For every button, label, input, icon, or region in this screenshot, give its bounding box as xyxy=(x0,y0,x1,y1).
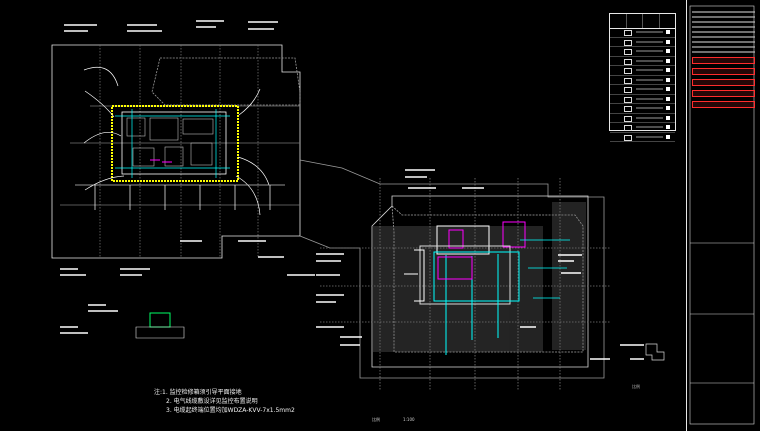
legend-symbol xyxy=(624,49,632,55)
legend-text xyxy=(636,69,663,71)
right-annotation-blocks xyxy=(316,169,644,360)
left-floor-plan xyxy=(51,44,301,259)
legend-text xyxy=(636,135,663,138)
legend-row xyxy=(610,123,675,133)
legend-symbol xyxy=(624,96,632,103)
legend-row xyxy=(610,85,675,95)
red-legend-box xyxy=(692,57,755,64)
legend-dot xyxy=(666,87,670,91)
right-hatched-zones xyxy=(373,202,586,352)
right-scale-label: 比例 xyxy=(632,384,640,389)
left-equipment-room xyxy=(111,105,239,182)
legend-dot xyxy=(666,77,670,82)
legend-col-1 xyxy=(610,14,627,28)
note-line-1: 注:1. 监控检修箱须引导平面接地 xyxy=(154,389,242,396)
legend-text xyxy=(636,88,663,90)
legend-row xyxy=(610,104,675,114)
red-legend-box xyxy=(692,90,755,97)
legend-text xyxy=(636,97,663,100)
legend-dot xyxy=(666,115,670,120)
legend-col-2 xyxy=(627,14,643,28)
title-line xyxy=(692,31,755,33)
legend-row xyxy=(610,38,675,47)
legend-symbol xyxy=(624,125,632,131)
legend-symbol xyxy=(624,58,632,65)
legend-dot xyxy=(666,30,670,34)
legend-symbol xyxy=(624,115,632,122)
legend-dot xyxy=(666,106,670,110)
legend-col-3 xyxy=(643,14,660,28)
legend-dot xyxy=(666,134,670,139)
legend-table xyxy=(609,13,676,142)
legend-text xyxy=(636,116,663,119)
legend-dot xyxy=(666,68,670,72)
legend-row xyxy=(610,95,675,104)
legend-text xyxy=(636,50,663,52)
red-legend-box xyxy=(692,101,755,108)
legend-dot xyxy=(666,58,670,63)
legend-text xyxy=(636,126,663,128)
title-block-panel xyxy=(692,8,755,420)
legend-symbol xyxy=(624,77,632,84)
legend-text xyxy=(636,78,663,81)
legend-symbol xyxy=(624,30,632,36)
legend-dot xyxy=(666,49,670,53)
sheet-divider xyxy=(686,0,687,431)
red-legend-box xyxy=(692,68,755,75)
title-line xyxy=(692,21,755,23)
title-line xyxy=(692,46,755,48)
note-line-2: 2. 电气线缆敷设详见监控布置说明 xyxy=(166,398,258,405)
legend-dot xyxy=(666,96,670,101)
ground-cabinet-detail xyxy=(135,312,185,339)
red-legend-box xyxy=(692,79,755,86)
right-floor-plan xyxy=(299,159,610,390)
legend-text xyxy=(636,31,663,33)
title-line xyxy=(692,26,755,28)
legend-row xyxy=(610,66,675,76)
right-equipment-core xyxy=(404,221,570,355)
legend-dot xyxy=(666,39,670,44)
bottom-mid-label: 1:100 xyxy=(403,417,415,422)
legend-symbol xyxy=(624,68,632,74)
legend-symbol xyxy=(624,39,632,46)
legend-symbol xyxy=(624,87,632,93)
legend-row xyxy=(610,57,675,66)
design-notes: 注:1. 监控检修箱须引导平面接地 2. 电气线缆敷设详见监控布置说明 3. 电… xyxy=(154,388,295,415)
left-circuit-lines xyxy=(75,66,285,216)
legend-text xyxy=(636,107,663,109)
title-line xyxy=(692,11,755,13)
right-small-symbol xyxy=(645,343,665,361)
note-line-3: 3. 电缆起终端位置均加WDZA-KVV-7x1.5mm2 xyxy=(166,407,295,414)
legend-header xyxy=(610,14,675,29)
legend-row xyxy=(610,76,675,85)
legend-row xyxy=(610,133,675,142)
legend-rows xyxy=(610,28,675,142)
legend-text xyxy=(636,40,663,43)
title-line xyxy=(692,16,755,18)
legend-symbol xyxy=(624,134,632,141)
legend-text xyxy=(636,59,663,62)
title-block-frame xyxy=(689,5,755,425)
legend-dot xyxy=(666,125,670,129)
left-annotation-blocks xyxy=(60,20,315,334)
legend-row xyxy=(610,114,675,123)
legend-symbol xyxy=(624,106,632,112)
title-line xyxy=(692,51,755,53)
legend-col-4 xyxy=(660,14,676,28)
legend-row xyxy=(610,28,675,38)
title-line xyxy=(692,36,755,38)
title-line xyxy=(692,41,755,43)
left-scale-label: 比例 xyxy=(372,417,380,422)
legend-row xyxy=(610,47,675,57)
